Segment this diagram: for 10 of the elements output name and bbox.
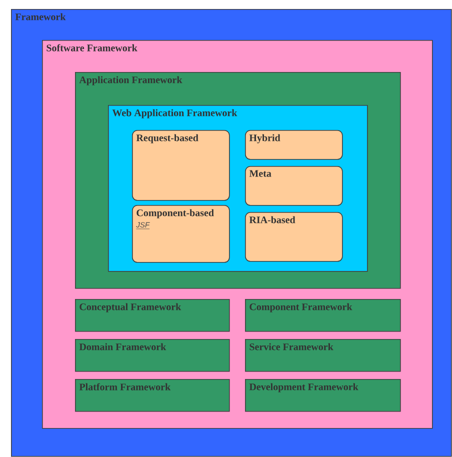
framework-box: Conceptual Framework xyxy=(75,299,230,332)
framework-box: Service Framework xyxy=(245,339,401,372)
category-box: Meta xyxy=(245,166,343,206)
framework-box: Component Framework xyxy=(245,299,401,332)
framework-box: Domain Framework xyxy=(75,339,230,372)
category-box: RIA-based xyxy=(245,212,343,262)
framework-box: Platform Framework xyxy=(75,379,230,412)
category-box: Request-based xyxy=(132,130,230,201)
framework-box: Development Framework xyxy=(245,379,401,412)
category-box: Hybrid xyxy=(245,130,343,160)
